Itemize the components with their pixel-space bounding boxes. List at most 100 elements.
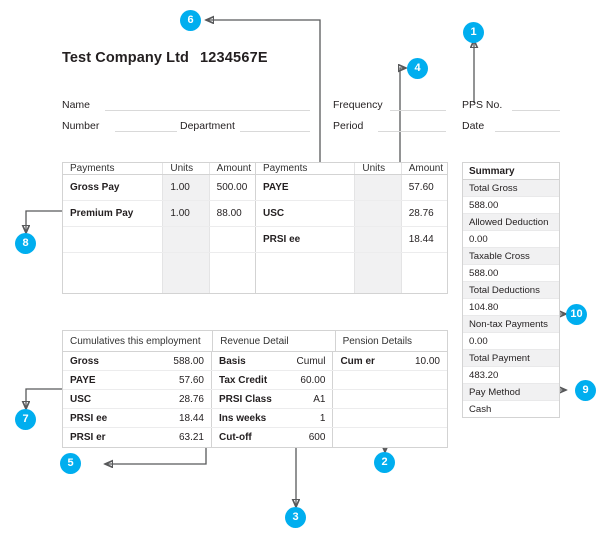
pension-value: [398, 409, 447, 427]
payment-label-left: Premium Pay: [70, 208, 134, 219]
revenue-value: 600: [308, 432, 326, 443]
payment-amount-left: 500.00: [208, 175, 255, 200]
summary-label-allowed-deduction: Allowed Deduction: [463, 214, 559, 231]
payments-table-header-row: Payments Units Amount Payments Units Amo…: [63, 163, 447, 175]
callout-badge-4[interactable]: 4: [407, 58, 428, 79]
company-name: Test Company Ltd: [62, 50, 190, 66]
callout-badge-6[interactable]: 6: [180, 10, 201, 31]
payments-table: Payments Units Amount Payments Units Amo…: [62, 162, 448, 294]
summary-label-pay-method: Pay Method: [463, 384, 559, 401]
header-pension-details: Pension Details: [334, 331, 447, 351]
cumulatives-row: PAYE 57.60 Tax Credit 60.00: [63, 371, 447, 390]
revenue-label: Basis: [210, 352, 285, 370]
payment-units-left: 1.00: [162, 201, 209, 226]
field-rule-pps-no: [512, 110, 560, 111]
summary-value-non-tax-payments: 0.00: [463, 333, 559, 350]
payment-label-right: USC: [254, 201, 354, 226]
cumulatives-row: USC 28.76 PRSI Class A1: [63, 390, 447, 409]
connector-8: [26, 210, 64, 233]
field-rule-period: [378, 131, 446, 132]
payment-units-right: [354, 201, 401, 226]
pension-label: Cum er: [332, 352, 397, 370]
cumulatives-row: PRSI er 63.21 Cut-off 600: [63, 428, 447, 447]
summary-value-allowed-deduction: 0.00: [463, 231, 559, 248]
payment-units-right: [354, 253, 401, 293]
callout-badge-8[interactable]: 8: [15, 233, 36, 254]
payment-amount-right: 18.44: [400, 227, 447, 252]
summary-value-total-deductions: 104.80: [463, 299, 559, 316]
pension-label: [332, 371, 397, 389]
payment-amount-right: 28.76: [400, 201, 447, 226]
summary-panel: Summary Total Gross 588.00 Allowed Deduc…: [462, 162, 560, 418]
field-label-number: Number: [62, 120, 100, 132]
summary-value-total-payment: 483.20: [463, 367, 559, 384]
payment-amount-right: 57.60: [400, 175, 447, 200]
cumulatives-row: PRSI ee 18.44 Ins weeks 1: [63, 409, 447, 428]
cumulative-value: 57.60: [178, 374, 204, 386]
revenue-label: Tax Credit: [210, 371, 285, 389]
cumulatives-table: Cumulatives this employment Revenue Deta…: [62, 330, 448, 448]
payment-units-left: [162, 227, 209, 252]
payment-units-right: [354, 175, 401, 200]
callout-badge-1[interactable]: 1: [463, 22, 484, 43]
payment-label-left: [63, 253, 162, 293]
header-cumulatives: Cumulatives this employment: [70, 335, 201, 347]
cumulative-label: Gross: [70, 355, 99, 367]
callout-badge-2[interactable]: 2: [374, 452, 395, 473]
cumulative-value: 63.21: [178, 432, 204, 443]
cumulative-label: PAYE: [70, 374, 96, 386]
field-rule-name: [105, 110, 310, 111]
cumulative-label: USC: [70, 393, 92, 405]
payment-label-right: [254, 253, 354, 293]
callout-badge-9[interactable]: 9: [575, 380, 596, 401]
payment-units-left: 1.00: [162, 175, 209, 200]
payment-label-left: Gross Pay: [70, 182, 120, 193]
summary-value-total-gross: 588.00: [463, 197, 559, 214]
company-registration-number: 1234567E: [200, 50, 268, 66]
summary-value-taxable-cross: 588.00: [463, 265, 559, 282]
summary-label-total-gross: Total Gross: [463, 180, 559, 197]
callout-badge-3[interactable]: 3: [285, 507, 306, 528]
callout-badge-10[interactable]: 10: [566, 304, 587, 325]
pension-label: [332, 390, 397, 408]
cumulative-label: PRSI ee: [70, 412, 108, 424]
field-rule-frequency: [390, 110, 446, 111]
payments-row: PRSI ee 18.44: [63, 227, 447, 253]
callout-badge-7[interactable]: 7: [15, 409, 36, 430]
payment-units-left: [162, 253, 209, 293]
revenue-value: 1: [319, 412, 326, 424]
field-rule-number: [115, 131, 177, 132]
header-units-left: Units: [162, 163, 208, 174]
pension-value: [398, 428, 447, 447]
field-label-name: Name: [62, 99, 91, 111]
pension-label: [332, 409, 397, 427]
revenue-value: A1: [313, 393, 326, 405]
field-rule-date: [495, 131, 560, 132]
header-units-right: Units: [354, 163, 400, 174]
cumulative-value: 588.00: [173, 355, 204, 367]
cumulative-value: 18.44: [178, 412, 204, 424]
pension-label: [332, 428, 397, 447]
summary-label-taxable-cross: Taxable Cross: [463, 248, 559, 265]
summary-label-total-deductions: Total Deductions: [463, 282, 559, 299]
header-amount-right: Amount: [400, 163, 447, 174]
revenue-label: Ins weeks: [210, 409, 285, 427]
revenue-label: Cut-off: [210, 428, 285, 447]
field-label-frequency: Frequency: [333, 99, 383, 111]
header-revenue-detail: Revenue Detail: [212, 331, 334, 351]
callout-badge-5[interactable]: 5: [60, 453, 81, 474]
summary-value-pay-method: Cash: [469, 403, 492, 415]
connector-7: [26, 388, 64, 409]
cumulative-label: PRSI er: [70, 432, 106, 443]
cumulatives-row: Gross 588.00 Basis Cumul Cum er 10.00: [63, 352, 447, 371]
payment-amount-right: [400, 253, 447, 293]
payment-label-left: [63, 227, 162, 252]
payment-label-right: PRSI ee: [254, 227, 354, 252]
field-rule-department: [240, 131, 310, 132]
payment-units-right: [354, 227, 401, 252]
payment-amount-left: [208, 227, 255, 252]
revenue-label: PRSI Class: [210, 390, 285, 408]
field-label-pps-no: PPS No.: [462, 99, 503, 111]
cumulatives-header-row: Cumulatives this employment Revenue Deta…: [63, 331, 447, 352]
payments-row: [63, 253, 447, 293]
